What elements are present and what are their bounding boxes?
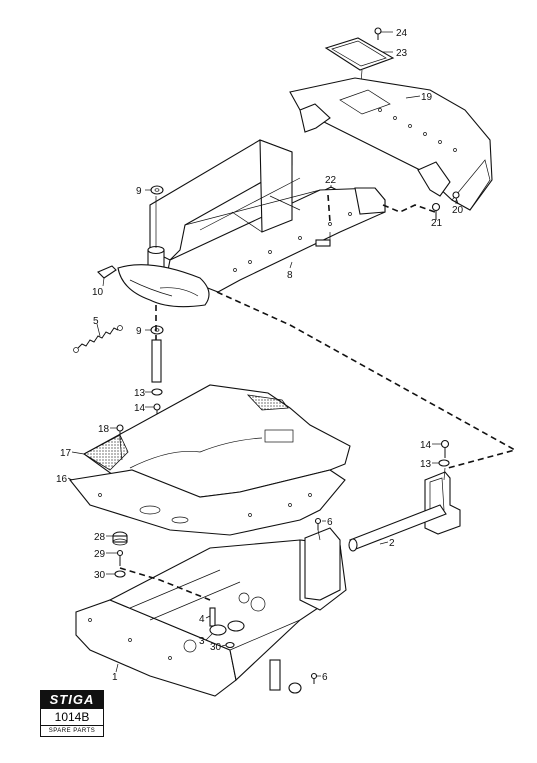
stiga-logo-block: STIGA 1014B SPARE PARTS <box>40 690 104 743</box>
screw-part-24 <box>374 27 382 40</box>
bolt-part-29 <box>116 549 124 566</box>
brand-logo: STIGA <box>40 690 104 708</box>
washer-part-30-lower <box>225 641 235 649</box>
washer-part-13-right <box>438 459 450 467</box>
callout-21: 21 <box>431 218 443 229</box>
leader-lines <box>67 31 457 677</box>
spare-parts-label: SPARE PARTS <box>40 726 104 737</box>
callout-17: 17 <box>60 448 72 459</box>
callout-3: 3 <box>199 636 205 647</box>
callout-28: 28 <box>94 532 106 543</box>
callout-13-left: 13 <box>134 388 146 399</box>
callout-18: 18 <box>98 424 110 435</box>
pin-part <box>151 339 162 383</box>
callout-10: 10 <box>92 287 104 298</box>
bushing-part-28 <box>112 531 128 546</box>
callout-22: 22 <box>325 175 337 186</box>
callout-2: 2 <box>389 538 395 549</box>
bolt-part-21 <box>431 202 441 220</box>
callout-14-left: 14 <box>134 403 146 414</box>
chassis-part-1 <box>75 527 347 697</box>
callout-14-right: 14 <box>420 440 432 451</box>
main-frame-part-8 <box>149 139 386 293</box>
callout-6-top: 6 <box>327 517 333 528</box>
callout-6-bottom: 6 <box>322 672 328 683</box>
washer-part-13-left <box>151 388 163 396</box>
callout-19: 19 <box>421 92 433 103</box>
callout-23: 23 <box>396 48 408 59</box>
cover-plate-part-23 <box>324 37 395 71</box>
bolt-part-20 <box>452 191 460 205</box>
axle-part-2 <box>348 504 447 552</box>
callout-29: 29 <box>94 549 106 560</box>
diagram-code: 1014B <box>40 708 104 726</box>
callout-13-right: 13 <box>420 459 432 470</box>
bolt-part-18 <box>116 424 124 440</box>
steering-pivot-sector <box>117 245 210 308</box>
bolt-part-14-right <box>440 439 450 458</box>
callout-24: 24 <box>396 28 408 39</box>
washer-part-9-lower <box>150 325 164 335</box>
callout-8: 8 <box>287 270 293 281</box>
washer-part-9-top <box>150 185 164 195</box>
callout-9-lower: 9 <box>136 326 142 337</box>
bolt-part-6-bottom <box>310 672 318 684</box>
callout-30-left: 30 <box>94 570 106 581</box>
callout-1: 1 <box>112 672 118 683</box>
bolt-part-6-top <box>314 517 322 530</box>
floor-plate-part-16 <box>68 469 346 536</box>
callout-5: 5 <box>93 316 99 327</box>
callout-4: 4 <box>199 614 205 625</box>
washer-part-30-left <box>114 570 126 578</box>
spring-part-5 <box>73 325 123 353</box>
assembly-lines <box>119 194 518 601</box>
pin-part-4 <box>209 607 216 627</box>
callout-16: 16 <box>56 474 68 485</box>
callout-9-top: 9 <box>136 186 142 197</box>
callout-labels: 24 23 19 9 22 20 21 8 10 5 9 13 14 18 17… <box>56 28 464 683</box>
bracket-part <box>424 471 461 535</box>
clip-part-10 <box>97 265 117 279</box>
bushing-part-3 <box>209 620 245 636</box>
callout-20: 20 <box>452 205 464 216</box>
callout-30-lower: 30 <box>210 642 222 653</box>
rear-cover-part-19 <box>289 77 493 211</box>
